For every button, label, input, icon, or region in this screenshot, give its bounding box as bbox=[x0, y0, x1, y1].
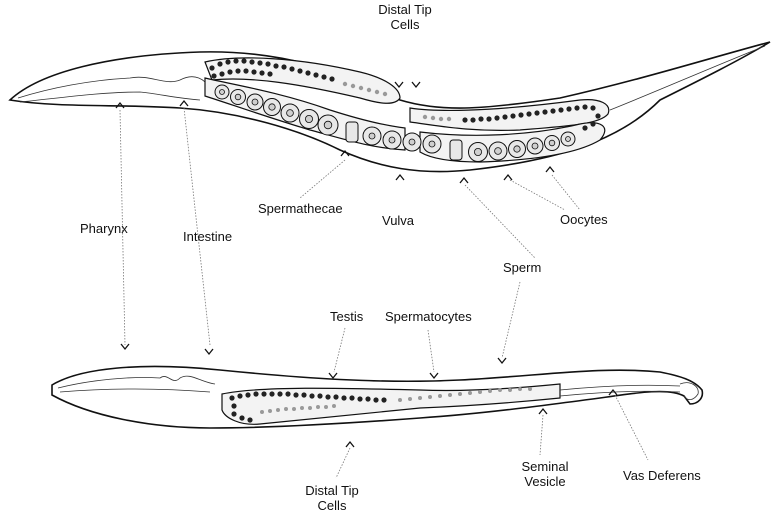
label-sperm: Sperm bbox=[503, 260, 541, 275]
hermaphrodite-body-outline bbox=[10, 42, 770, 172]
label-seminal-vesicle-line1: Seminal bbox=[515, 459, 575, 474]
label-testis: Testis bbox=[330, 309, 363, 324]
label-oocytes: Oocytes bbox=[560, 212, 608, 227]
label-intestine: Intestine bbox=[183, 229, 232, 244]
label-pharynx: Pharynx bbox=[80, 221, 128, 236]
hermaphrodite-worm bbox=[10, 42, 770, 172]
label-distal-tip-top-line1: Distal Tip bbox=[375, 2, 435, 17]
label-spermatocytes: Spermatocytes bbox=[385, 309, 472, 324]
male-worm bbox=[52, 366, 702, 428]
anterior-spermatheca bbox=[346, 122, 358, 142]
label-seminal-vesicle: Seminal Vesicle bbox=[515, 459, 575, 489]
label-distal-tip-bottom-line2: Cells bbox=[302, 498, 362, 513]
label-seminal-vesicle-line2: Vesicle bbox=[515, 474, 575, 489]
label-distal-tip-top-line2: Cells bbox=[375, 17, 435, 32]
label-vas-deferens: Vas Deferens bbox=[623, 468, 701, 483]
posterior-spermatheca bbox=[450, 140, 462, 160]
label-vulva: Vulva bbox=[382, 213, 414, 228]
label-spermathecae: Spermathecae bbox=[258, 201, 343, 216]
label-distal-tip-bottom-line1: Distal Tip bbox=[302, 483, 362, 498]
label-distal-tip-cells-bottom: Distal Tip Cells bbox=[302, 483, 362, 513]
label-distal-tip-cells-top: Distal Tip Cells bbox=[375, 2, 435, 32]
